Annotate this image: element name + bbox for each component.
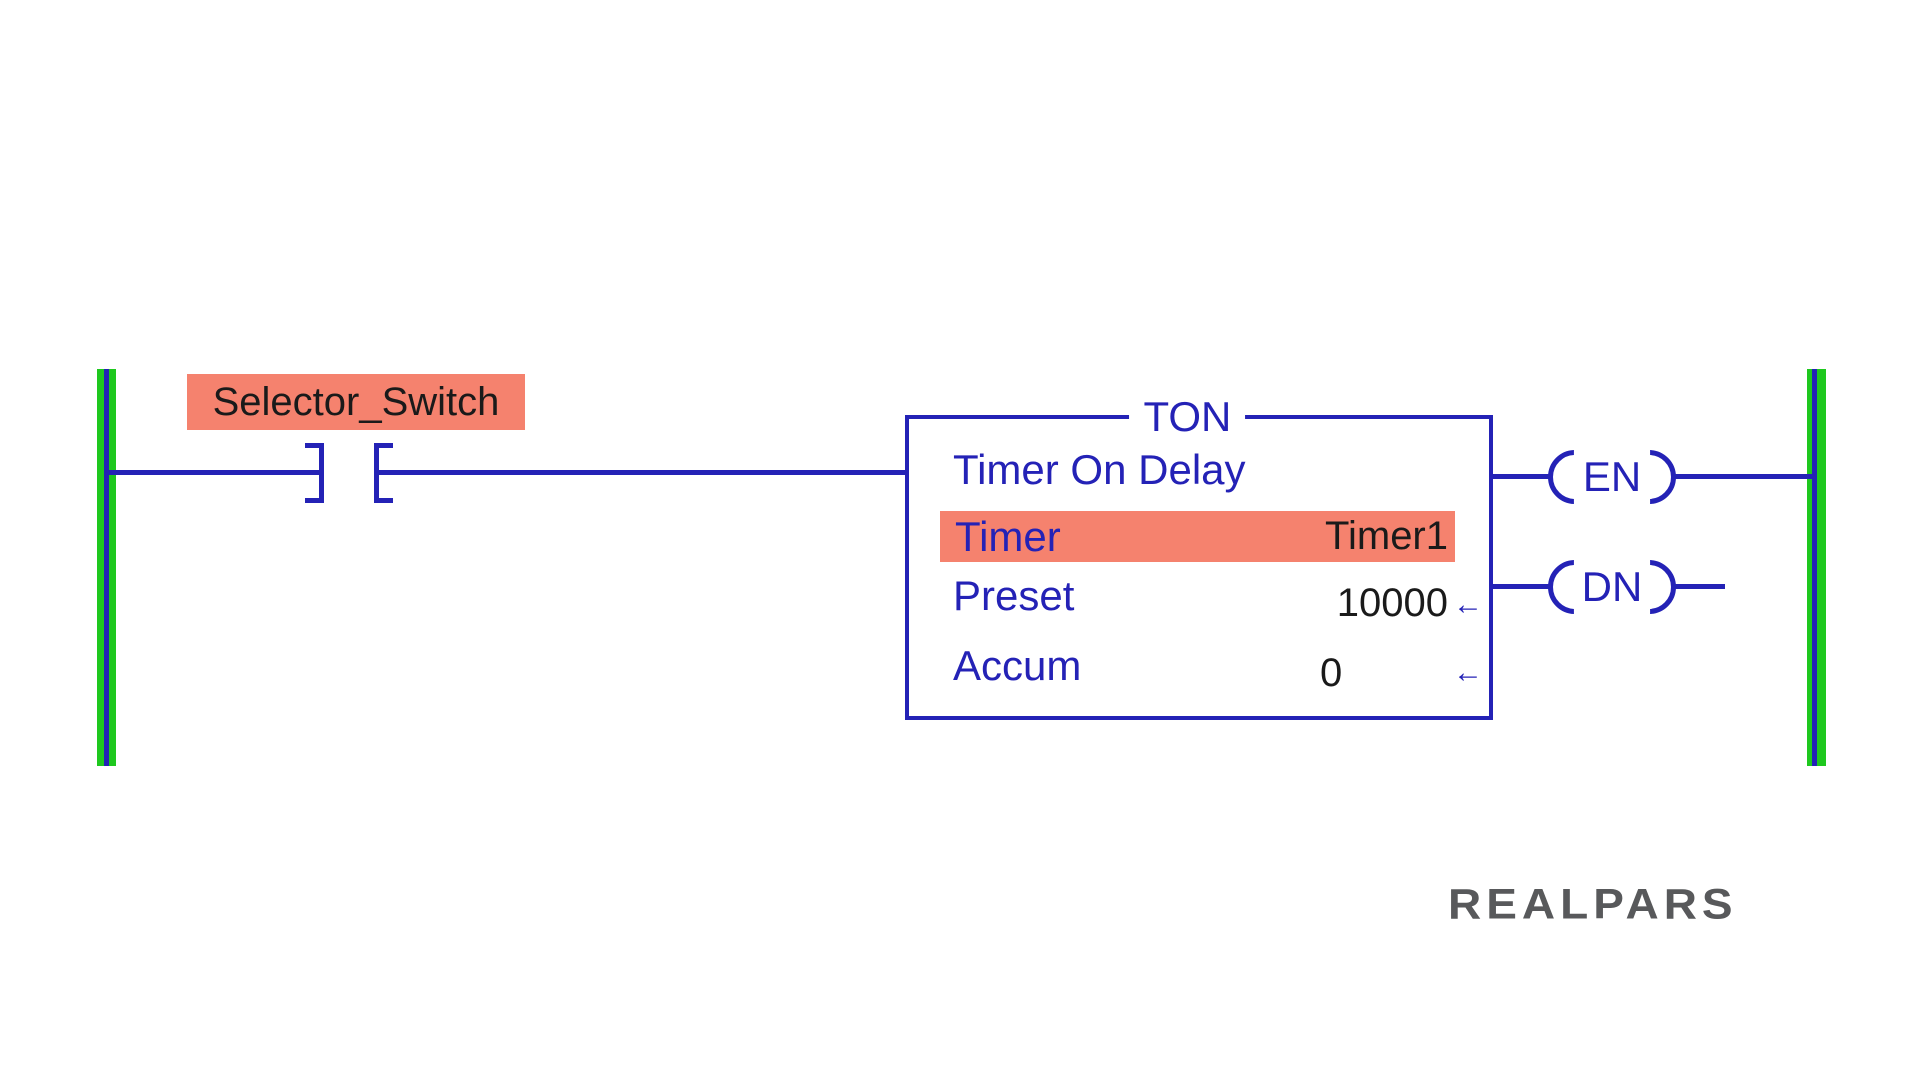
wire-block-to-en-coil bbox=[1489, 474, 1551, 479]
contact-tag-label[interactable]: Selector_Switch bbox=[187, 374, 525, 430]
operand-label-preset: Preset bbox=[953, 572, 1075, 619]
xic-contact-left-bracket[interactable] bbox=[305, 443, 324, 503]
operand-row-timer[interactable]: Timer Timer1 bbox=[940, 511, 1455, 562]
operand-value-timer[interactable]: Timer1 bbox=[1325, 514, 1448, 558]
xic-contact-right-bracket[interactable] bbox=[374, 443, 393, 503]
left-power-rail bbox=[97, 369, 116, 766]
rung-wire-rail-to-contact bbox=[104, 470, 320, 475]
operand-label-accum: Accum bbox=[953, 642, 1082, 689]
operand-label-timer: Timer bbox=[955, 513, 1061, 560]
block-title: TON bbox=[1129, 393, 1246, 441]
ton-instruction-block[interactable]: TON Timer On Delay Timer Timer1 Preset 1… bbox=[905, 393, 1493, 720]
operand-value-preset[interactable]: 10000 bbox=[1336, 581, 1448, 625]
operand-row-preset[interactable]: Preset 10000 ← bbox=[909, 570, 1489, 625]
rung-wire-contact-to-block bbox=[376, 470, 908, 475]
operand-value-accum[interactable]: 0 bbox=[1320, 651, 1343, 695]
dn-coil-label: DN bbox=[1581, 563, 1643, 610]
block-description-row: Timer On Delay bbox=[909, 443, 1489, 497]
left-power-rail-wire bbox=[104, 369, 109, 766]
wire-dn-coil-stub bbox=[1672, 584, 1725, 589]
right-power-rail bbox=[1807, 369, 1826, 766]
preset-left-arrow-icon: ← bbox=[1453, 588, 1483, 621]
right-power-rail-wire bbox=[1812, 369, 1817, 766]
operand-row-accum[interactable]: Accum 0 ← bbox=[909, 640, 1489, 695]
en-coil-label: EN bbox=[1582, 453, 1642, 500]
accum-left-arrow-icon: ← bbox=[1453, 656, 1483, 689]
wire-en-coil-to-rail bbox=[1672, 474, 1815, 479]
realpars-logo: REALPARS bbox=[1448, 880, 1738, 928]
wire-block-to-dn-coil bbox=[1489, 584, 1551, 589]
block-description: Timer On Delay bbox=[953, 446, 1246, 493]
